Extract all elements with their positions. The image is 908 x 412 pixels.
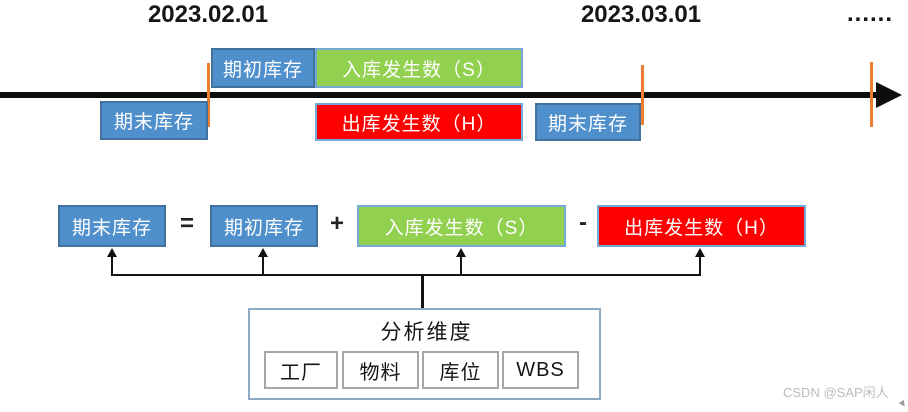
- date-label-feb: 2023.02.01: [147, 1, 269, 28]
- connector-bus-line: [111, 274, 701, 276]
- inbound-box: 入库发生数（S）: [315, 48, 523, 88]
- plus-sign: +: [329, 210, 344, 237]
- up-arrowhead-icon: [695, 248, 705, 257]
- timeline-arrowhead-icon: [876, 82, 902, 108]
- date-label-mar: 2023.03.01: [580, 1, 702, 28]
- up-arrowhead-icon: [107, 248, 117, 257]
- opening-stock-box: 期初库存: [211, 48, 315, 88]
- dimension-item-storage-location: 库位: [422, 351, 499, 389]
- period-tick-future: [870, 62, 873, 127]
- formula-opening-box: 期初库存: [210, 205, 318, 247]
- formula-inbound-box: 入库发生数（S）: [357, 205, 566, 247]
- period-tick-feb: [207, 63, 210, 127]
- ellipsis-label: ......: [846, 0, 893, 27]
- analysis-dimensions-title: 分析维度: [380, 321, 473, 344]
- closing-stock-feb-box: 期末库存: [100, 101, 208, 140]
- connector-line: [699, 255, 701, 275]
- cursor-artifact-icon: [898, 399, 908, 409]
- dimension-item-plant: 工厂: [264, 351, 338, 389]
- connector-trunk-line: [421, 275, 424, 308]
- formula-outbound-box: 出库发生数（H）: [597, 205, 806, 247]
- timeline-axis: [0, 92, 880, 98]
- dimension-item-wbs: WBS: [502, 351, 579, 389]
- period-tick-mar: [641, 65, 644, 125]
- minus-sign: -: [579, 209, 587, 236]
- up-arrowhead-icon: [258, 248, 268, 257]
- equals-sign: =: [179, 210, 194, 237]
- up-arrowhead-icon: [456, 248, 466, 257]
- outbound-box: 出库发生数（H）: [315, 103, 523, 141]
- connector-line: [111, 255, 113, 275]
- connector-line: [262, 255, 264, 275]
- watermark-text: CSDN @SAP闲人: [783, 385, 889, 400]
- dimension-item-material: 物料: [342, 351, 419, 389]
- formula-result-box: 期末库存: [58, 205, 166, 247]
- closing-stock-mar-box: 期末库存: [535, 103, 641, 141]
- connector-line: [460, 255, 462, 275]
- analysis-dimensions-panel: 分析维度 工厂 物料 库位 WBS: [248, 308, 601, 400]
